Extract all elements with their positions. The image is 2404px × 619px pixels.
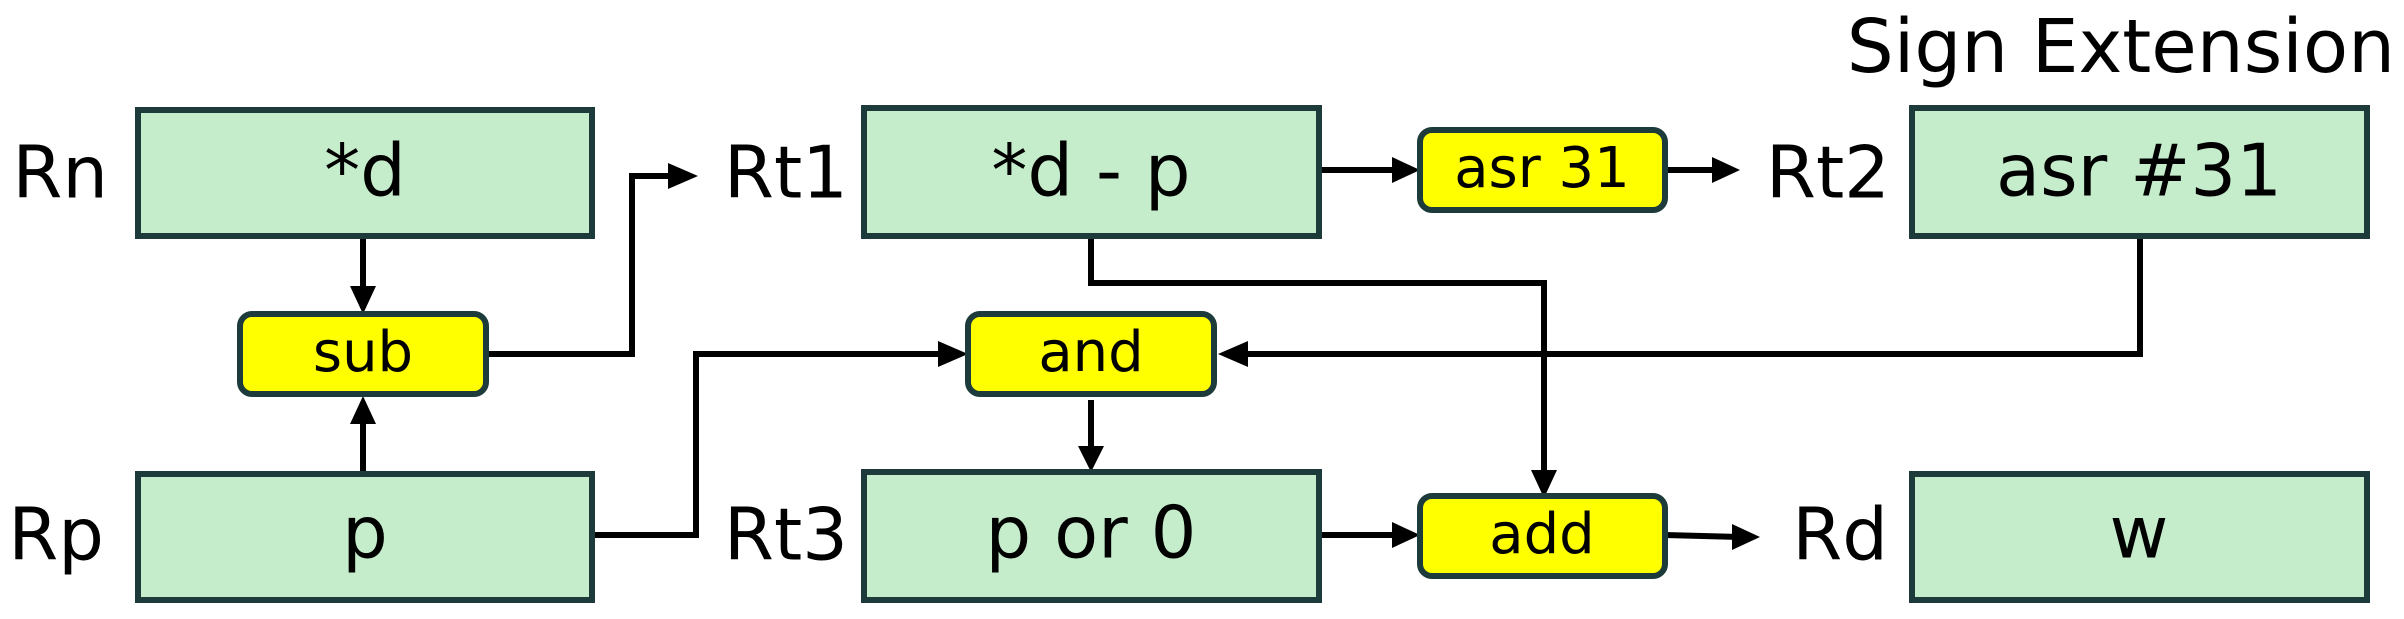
register-rt1-box <box>861 105 1322 239</box>
operation-add-box <box>1417 493 1668 579</box>
register-rn-label: Rn <box>12 131 108 215</box>
register-rt3-label: Rt3 <box>724 493 848 577</box>
register-rd-box <box>1909 471 2370 603</box>
register-rt2-value: asr #31 <box>1996 129 2282 213</box>
operation-asr-box <box>1417 127 1668 213</box>
register-rp-label: Rp <box>8 493 104 577</box>
operation-sub-box <box>237 311 489 397</box>
operation-asr: asr 31 <box>1417 127 1668 213</box>
register-rt2-box <box>1909 105 2370 239</box>
register-rt3: Rt3 p or 0 <box>724 469 1322 603</box>
arrowhead-rt3-to-add <box>1392 522 1420 548</box>
wire-rt2-to-and <box>1240 236 2143 357</box>
arrowhead-rp-to-sub <box>350 396 376 424</box>
register-rd: Rd w <box>1792 471 2370 603</box>
operation-and-label: and <box>1038 320 1143 385</box>
register-rt3-value: p or 0 <box>986 491 1197 575</box>
register-rt1-label: Rt1 <box>724 131 848 215</box>
arrowhead-rn-to-sub <box>350 286 376 314</box>
operation-add-label: add <box>1489 502 1594 567</box>
register-rt1: Rt1 *d - p <box>724 105 1322 239</box>
diagram-title: Sign Extension <box>1847 4 2395 90</box>
wire-sub-to-rt1 <box>486 173 678 357</box>
arrowhead-rp-to-and <box>938 341 968 367</box>
arrowhead-sub-to-rt1 <box>668 163 698 189</box>
arrowhead-rt1-to-add <box>1531 470 1557 498</box>
operation-and-box <box>965 311 1217 397</box>
register-rp-value: p <box>342 491 388 575</box>
arrowhead-and-to-rt3 <box>1078 446 1104 472</box>
register-rd-label: Rd <box>1792 493 1888 577</box>
operation-asr-label: asr 31 <box>1454 136 1630 201</box>
operation-sub-label: sub <box>313 320 413 385</box>
register-rt2-label: Rt2 <box>1766 131 1890 215</box>
register-rn-value: *d <box>324 129 406 213</box>
register-rp-box <box>135 471 595 603</box>
arrowhead-add-to-rd <box>1732 524 1760 550</box>
register-rn: Rn *d <box>12 107 595 239</box>
wire-rt1-to-add <box>1088 236 1547 476</box>
register-rn-box <box>135 107 595 239</box>
arrowhead-rt1-to-asr <box>1392 157 1420 183</box>
wires <box>350 157 2143 550</box>
wire-add-to-rd <box>1664 532 1741 540</box>
operation-and: and <box>965 311 1217 397</box>
register-rt3-box <box>861 469 1322 603</box>
arrowhead-asr-to-rt2 <box>1712 157 1740 183</box>
register-rt2: Rt2 asr #31 <box>1766 105 2370 239</box>
wire-rp-to-and <box>594 351 944 538</box>
register-rt1-value: *d - p <box>991 129 1190 213</box>
register-rp: Rp p <box>8 471 595 603</box>
arrowhead-rt2-to-and <box>1218 341 1248 367</box>
operation-sub: sub <box>237 311 489 397</box>
operation-add: add <box>1417 493 1668 579</box>
register-rd-value: w <box>2110 491 2169 575</box>
